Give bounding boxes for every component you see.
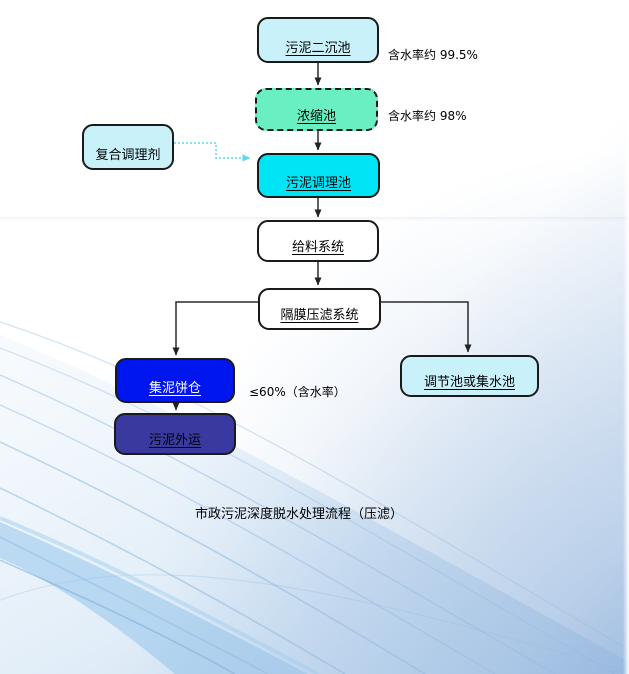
node-label: 污泥外运 xyxy=(148,433,201,449)
node-label: 调节池或集水池 xyxy=(423,375,515,391)
node-label: 复合调理剂 xyxy=(95,148,161,164)
node-regulating-tank: 调节池或集水池 xyxy=(400,355,539,397)
node-thickening-tank: 浓缩池 xyxy=(255,88,378,131)
node-sludge-conditioning-tank: 污泥调理池 xyxy=(257,153,380,198)
node-label: 隔膜压滤系统 xyxy=(280,308,359,324)
arrow-filter-to-cake xyxy=(172,301,259,356)
diagram-caption: 市政污泥深度脱水处理流程（压滤） xyxy=(195,507,404,522)
arrow-filter-to-regulating xyxy=(380,301,472,353)
node-label: 给料系统 xyxy=(291,240,344,256)
node-secondary-clarifier: 污泥二沉池 xyxy=(257,17,379,63)
node-cake-silo: 集泥饼仓 xyxy=(115,358,235,403)
node-label: 污泥二沉池 xyxy=(285,41,351,57)
annotation-moisture-99-5: 含水率约 99.5% xyxy=(388,48,478,62)
arrow-conditioner-to-conditioning xyxy=(174,142,251,162)
annotation-moisture-60: ≤60%（含水率） xyxy=(249,385,346,399)
node-label: 浓缩池 xyxy=(296,109,336,125)
node-compound-conditioner: 复合调理剂 xyxy=(82,124,174,170)
node-sludge-transport: 污泥外运 xyxy=(114,413,236,455)
node-label: 集泥饼仓 xyxy=(148,381,201,397)
node-feeding-system: 给料系统 xyxy=(257,220,379,262)
node-diaphragm-filter-press: 隔膜压滤系统 xyxy=(258,288,381,330)
annotation-moisture-98: 含水率约 98% xyxy=(388,109,467,123)
node-label: 污泥调理池 xyxy=(285,176,351,192)
